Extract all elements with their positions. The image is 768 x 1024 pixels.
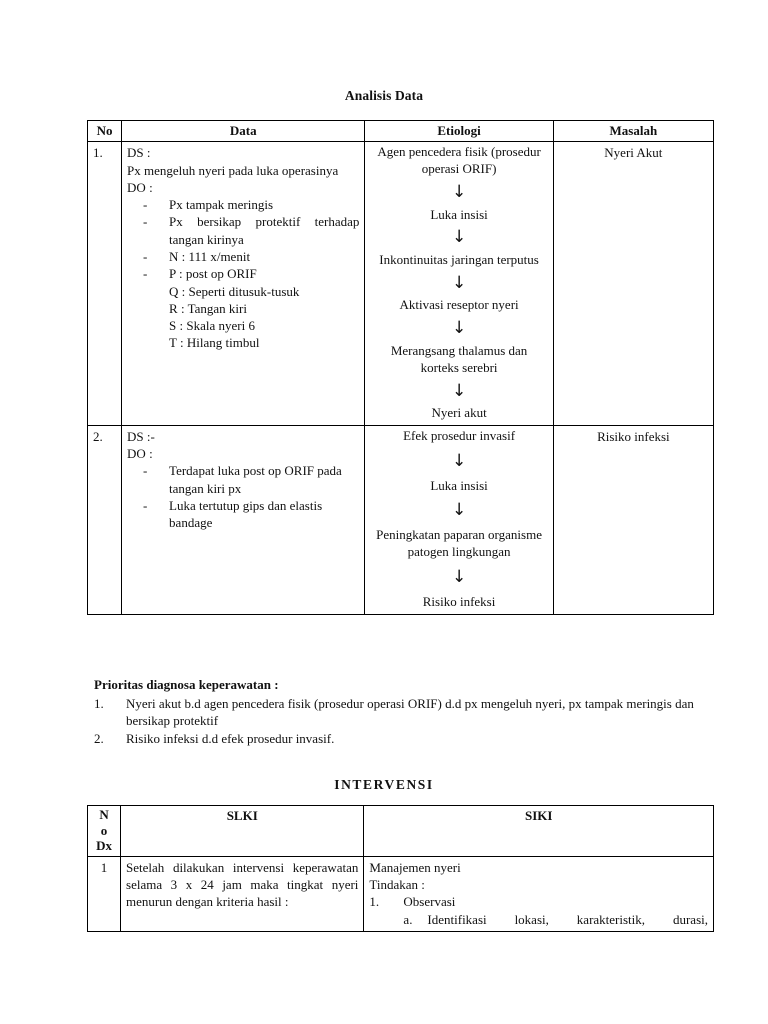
column-header-no-dx: N o Dx [86, 805, 122, 857]
list-item: Px bersikap protektif terhadap tangan ki… [143, 213, 359, 248]
list-item: Terdapat luka post op ORIF pada tangan k… [143, 462, 359, 497]
row-number: 2. [86, 424, 123, 615]
list-item: Px tampak meringis [143, 196, 359, 214]
column-header-no-dx-line1: N [99, 807, 109, 822]
siki-title: Manajemen nyeri [369, 859, 461, 875]
row-masalah-cell: Risiko infeksi [552, 424, 715, 615]
column-header-no-dx-line2: o [100, 822, 108, 838]
column-header-no: No [86, 119, 123, 143]
list-item-text: Nyeri akut b.d agen pencedera fisik (pro… [126, 695, 694, 729]
list-item: 2. Risiko infeksi d.d efek prosedur inva… [94, 730, 694, 748]
down-arrow-icon: ↓ [451, 182, 467, 203]
do-item-list: Px tampak meringis Px bersikap protektif… [127, 196, 359, 283]
siki-subtitle: Tindakan : [369, 877, 425, 893]
row-number: 1 [86, 855, 122, 932]
siki-item-number: 1. [369, 894, 380, 910]
column-header-masalah: Masalah [552, 119, 715, 143]
column-header-data: Data [121, 119, 366, 143]
ds-text: Px mengeluh nyeri pada luka operasinya [127, 162, 339, 178]
intervensi-table-body: 1 Setelah dilakukan intervensi keperawat… [86, 855, 714, 932]
analisis-data-table: No Data Etiologi Masalah 1. DS : Px meng… [86, 119, 715, 615]
down-arrow-icon: ↓ [451, 272, 467, 293]
column-header-no-dx-line3: Dx [96, 838, 112, 854]
table-header-row: No Data Etiologi Masalah [86, 119, 715, 143]
list-item: N : 111 x/menit [143, 248, 359, 266]
list-item: P : post op ORIF [143, 265, 359, 283]
list-item-number: 1. [94, 695, 104, 711]
down-arrow-icon: ↓ [451, 566, 467, 587]
row-etiologi-cell: Efek prosedur invasif ↓ Luka insisi ↓ Pe… [364, 424, 554, 615]
siki-item-label: Observasi [403, 894, 456, 910]
table-header-row: N o Dx SLKI SIKI [86, 805, 714, 857]
row-siki-cell: Manajemen nyeri Tindakan : 1. Observasi … [363, 855, 714, 932]
row-masalah-cell: Nyeri Akut [552, 141, 715, 426]
row-slki-cell: Setelah dilakukan intervensi keperawatan… [120, 855, 365, 932]
siki-subitem-text: Identifikasi lokasi, karakteristik, dura… [427, 911, 708, 927]
analisis-table-head: No Data Etiologi Masalah [86, 119, 715, 143]
do-item-list: Terdapat luka post op ORIF pada tangan k… [127, 462, 359, 531]
pqrst-line-t: T : Hilang timbul [169, 335, 260, 351]
down-arrow-icon: ↓ [451, 450, 467, 471]
flow-node: Merangsang thalamus dan korteks serebri [390, 342, 528, 375]
do-label: DO : [127, 179, 153, 195]
down-arrow-icon: ↓ [451, 318, 467, 339]
flow-node: Risiko infeksi [422, 593, 496, 609]
list-item: Luka tertutup gips dan elastis bandage [143, 497, 359, 532]
do-label: DO : [127, 446, 153, 462]
prioritas-diagnosa-section: Prioritas diagnosa keperawatan : 1. Nyer… [94, 676, 694, 747]
pqrst-line-r: R : Tangan kiri [169, 300, 247, 316]
flow-node: Luka insisi [430, 477, 488, 493]
row-data-cell: DS : Px mengeluh nyeri pada luka operasi… [121, 141, 366, 426]
flow-node: Peningkatan paparan organisme patogen li… [376, 527, 542, 560]
flow-node: Aktivasi reseptor nyeri [399, 297, 519, 313]
page-title-analisis-data: Analisis Data [344, 88, 424, 103]
column-header-slki: SLKI [120, 805, 365, 857]
siki-subitem: a. Identifikasi lokasi, karakteristik, d… [369, 911, 708, 928]
section-title-intervensi: INTERVENSI [334, 777, 434, 792]
siki-content-list: Manajemen nyeri Tindakan : 1. Observasi … [369, 859, 708, 928]
table-row: 1 Setelah dilakukan intervensi keperawat… [86, 855, 714, 932]
pqrst-line-q: Q : Seperti ditusuk-tusuk [169, 283, 300, 299]
down-arrow-icon: ↓ [451, 227, 467, 248]
row-data-cell: DS :- DO : Terdapat luka post op ORIF pa… [121, 424, 366, 615]
flow-node: Efek prosedur invasif [403, 427, 516, 443]
down-arrow-icon: ↓ [451, 380, 467, 401]
siki-subitem-marker: a. [403, 911, 413, 927]
intervensi-table-head: N o Dx SLKI SIKI [86, 805, 714, 857]
table-row: 2. DS :- DO : Terdapat luka post op ORIF… [86, 424, 715, 615]
siki-item: 1. Observasi [369, 893, 708, 910]
prioritas-list: 1. Nyeri akut b.d agen pencedera fisik (… [94, 695, 694, 748]
down-arrow-icon: ↓ [451, 500, 467, 521]
list-item-number: 2. [94, 730, 104, 746]
prioritas-heading: Prioritas diagnosa keperawatan : [94, 677, 279, 692]
list-item-text: Risiko infeksi d.d efek prosedur invasif… [126, 730, 335, 746]
ds-label: DS :- [127, 428, 155, 444]
ds-label: DS : [127, 145, 151, 161]
analisis-table-body: 1. DS : Px mengeluh nyeri pada luka oper… [86, 141, 715, 615]
row-number: 1. [86, 141, 123, 426]
pqrst-line-s: S : Skala nyeri 6 [169, 318, 255, 334]
flow-node: Nyeri akut [431, 405, 487, 421]
column-header-etiologi: Etiologi [364, 119, 554, 143]
table-row: 1. DS : Px mengeluh nyeri pada luka oper… [86, 141, 715, 426]
list-item: 1. Nyeri akut b.d agen pencedera fisik (… [94, 695, 694, 730]
intervensi-table: N o Dx SLKI SIKI 1 Setelah dilakukan int… [86, 805, 714, 932]
flow-node: Agen pencedera fisik (prosedur operasi O… [377, 144, 541, 177]
flow-node: Inkontinuitas jaringan terputus [379, 251, 539, 267]
row-etiologi-cell: Agen pencedera fisik (prosedur operasi O… [364, 141, 554, 426]
column-header-siki: SIKI [363, 805, 714, 857]
flow-node: Luka insisi [430, 206, 488, 222]
